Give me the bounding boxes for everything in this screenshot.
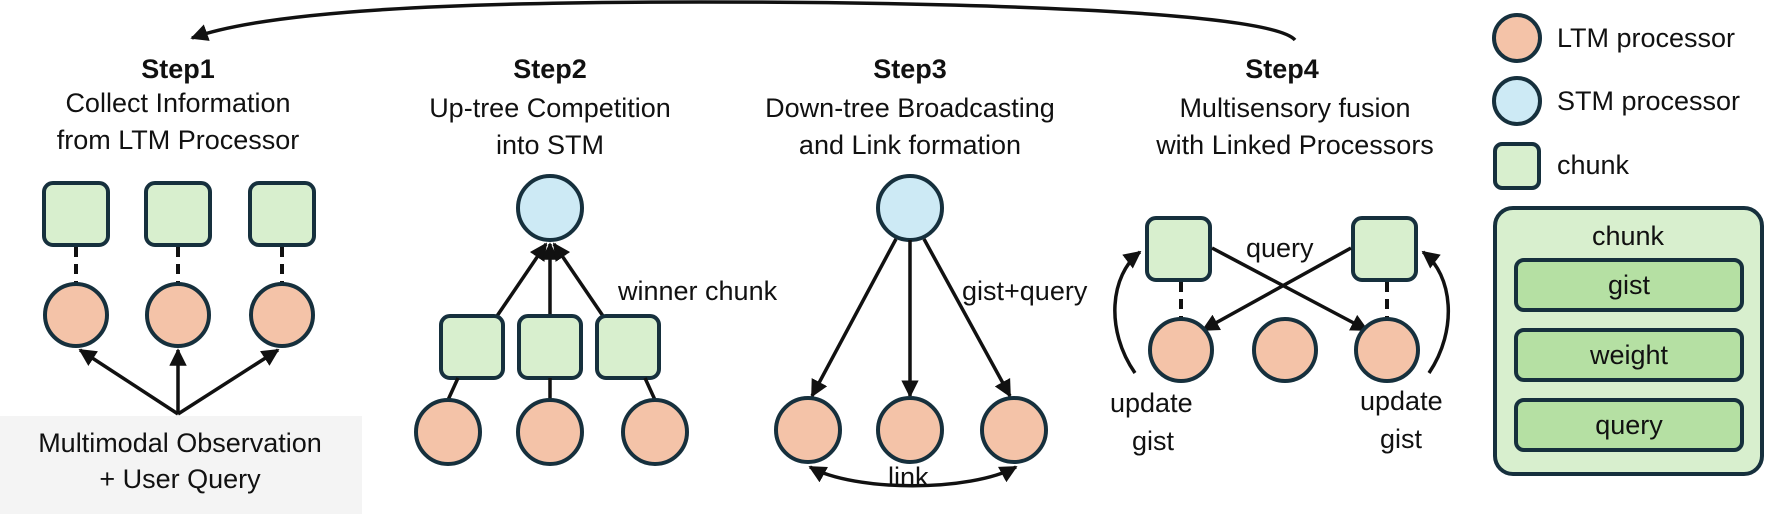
winner-chunk-label: winner chunk — [617, 276, 778, 306]
step3-header: Step3 Down-tree Broadcasting and Link fo… — [765, 54, 1055, 160]
ltm-processor-node — [1148, 317, 1214, 383]
ltm-processor-node — [774, 396, 842, 464]
ltm-processor-node — [145, 282, 211, 348]
chunk-node — [1351, 216, 1418, 282]
observation-line2: + User Query — [99, 464, 261, 494]
observation-line1: Multimodal Observation — [38, 428, 322, 458]
step2-desc-line2: into STM — [496, 130, 604, 160]
step3-graph: link gist+query — [774, 174, 1088, 492]
stm-processor-node — [876, 174, 944, 242]
chunk-node — [248, 181, 316, 247]
step1-header: Step1 Collect Information from LTM Proce… — [57, 54, 300, 155]
legend: LTM processor STM processor chunk chunk … — [1492, 13, 1764, 476]
ltm-legend-icon — [1492, 13, 1542, 63]
ltm-processor-node — [621, 398, 689, 466]
link-label: link — [888, 462, 929, 492]
update-gist-right-line1: update — [1360, 386, 1443, 416]
step2-graph: winner chunk — [414, 174, 778, 466]
legend-stm-label: STM processor — [1557, 86, 1740, 116]
ltm-processor-node — [1354, 317, 1420, 383]
update-gist-left-line1: update — [1110, 388, 1193, 418]
ltm-processor-node — [1252, 317, 1318, 383]
step1-desc-line2: from LTM Processor — [57, 125, 300, 155]
step1-title: Step1 — [141, 54, 215, 84]
feedback-arrow — [190, 0, 1297, 42]
ltm-processor-node — [43, 282, 109, 348]
ltm-processor-node — [516, 398, 584, 466]
chunk-legend-icon — [1493, 142, 1541, 190]
legend-ltm-label: LTM processor — [1557, 23, 1735, 53]
step1-desc-line1: Collect Information — [65, 88, 290, 118]
chunk-node — [42, 181, 110, 247]
step4-graph: query update gist update gist — [1110, 216, 1451, 456]
stm-processor-node — [516, 174, 584, 242]
update-gist-left-line2: gist — [1132, 426, 1175, 456]
step4-desc-line2: with Linked Processors — [1155, 130, 1434, 160]
chunk-node — [1145, 216, 1212, 282]
query-label: query — [1246, 233, 1314, 263]
legend-chunk-label: chunk — [1557, 150, 1630, 180]
chunk-field-query — [1514, 398, 1744, 452]
step2-header: Step2 Up-tree Competition into STM — [429, 54, 671, 160]
chunk-field-gist-label: gist — [1608, 270, 1651, 300]
chunk-field-weight-label: weight — [1589, 340, 1669, 370]
chunk-field-weight — [1514, 328, 1744, 382]
chunk-node — [595, 314, 661, 380]
chunk-node — [144, 181, 212, 247]
ltm-processor-node — [980, 396, 1048, 464]
step2-title: Step2 — [513, 54, 587, 84]
step3-desc-line2: and Link formation — [799, 130, 1021, 160]
step1-graph: Multimodal Observation + User Query — [0, 181, 362, 514]
chunk-field-query-label: query — [1595, 410, 1663, 440]
step3-title: Step3 — [873, 54, 947, 84]
chunk-node — [439, 314, 505, 380]
stm-legend-icon — [1492, 76, 1542, 126]
chunk-node — [517, 314, 583, 380]
step3-desc-line1: Down-tree Broadcasting — [765, 93, 1055, 123]
update-gist-right-line2: gist — [1380, 424, 1423, 454]
observation-box — [0, 416, 362, 514]
ltm-processor-node — [249, 282, 315, 348]
step4-desc-line1: Multisensory fusion — [1179, 93, 1410, 123]
gist-query-label: gist+query — [962, 276, 1088, 306]
step4-title: Step4 — [1245, 54, 1319, 84]
step4-header: Step4 Multisensory fusion with Linked Pr… — [1155, 54, 1434, 160]
step2-desc-line1: Up-tree Competition — [429, 93, 671, 123]
chunk-field-gist — [1514, 258, 1744, 312]
chunk-structure-title: chunk — [1592, 221, 1665, 251]
ltm-processor-node — [876, 396, 944, 464]
ltm-processor-node — [414, 398, 482, 466]
